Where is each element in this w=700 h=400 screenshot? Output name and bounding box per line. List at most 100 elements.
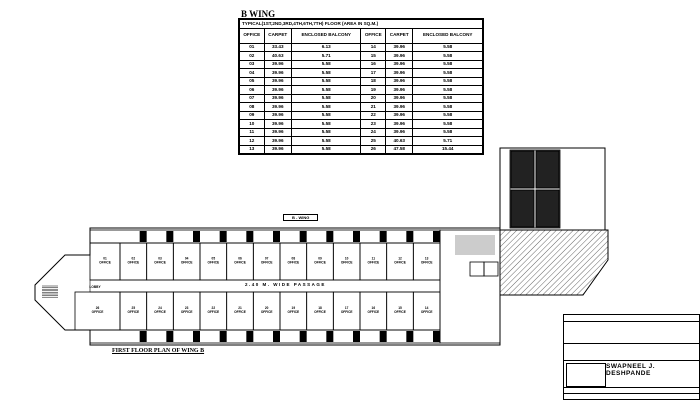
- toilet-block: [299, 231, 307, 242]
- toilet-block: [326, 331, 334, 342]
- office-number: 02: [132, 257, 136, 261]
- table-cell: 47.58: [385, 144, 414, 154]
- office-label: OFFICE: [207, 310, 219, 314]
- office-label: OFFICE: [341, 310, 353, 314]
- stamp-box: [566, 363, 606, 387]
- office-number: 22: [212, 306, 216, 310]
- office-label: OFFICE: [127, 261, 139, 265]
- toilet-block: [406, 231, 414, 242]
- table-cell: 5.58: [290, 144, 362, 154]
- toilet-block: [193, 331, 200, 342]
- office-label: OFFICE: [127, 310, 139, 314]
- toilet-block: [139, 231, 147, 242]
- toilet-block: [379, 331, 387, 342]
- office-number: 03: [158, 257, 162, 261]
- title-block: SWAPNEEL J. DESHPANDE: [563, 314, 700, 400]
- lift-shaft: [483, 261, 499, 277]
- toilet-block: [246, 231, 254, 242]
- office-number: 16: [372, 306, 376, 310]
- office-label: OFFICE: [421, 310, 433, 314]
- office-label: OFFICE: [154, 261, 166, 265]
- area-table: TYPICAL(1ST,2ND,3RD,4TH,6TH,7TH) FLOOR (…: [238, 18, 484, 155]
- office-label: OFFICE: [207, 261, 219, 265]
- office-number: 26: [96, 306, 100, 310]
- office-number: 18: [318, 306, 322, 310]
- toilet-block: [433, 231, 440, 242]
- terrace-block: [499, 147, 606, 231]
- column-header: CARPET: [263, 27, 292, 44]
- office-label: OFFICE: [287, 310, 299, 314]
- toilet-block: [379, 231, 387, 242]
- office-number: 04: [185, 257, 189, 261]
- office-number: 20: [265, 306, 269, 310]
- office-number: 15: [398, 306, 402, 310]
- office-label: OFFICE: [261, 261, 273, 265]
- toilet-block: [273, 331, 280, 342]
- panel-frame: [509, 149, 561, 229]
- toilet-block: [353, 231, 360, 242]
- office-label: OFFICE: [92, 310, 104, 314]
- office-number: 01: [103, 257, 107, 261]
- toilet-block: [326, 231, 334, 242]
- toilet-block: [299, 331, 307, 342]
- office-label: OFFICE: [341, 261, 353, 265]
- office-label: OFFICE: [394, 261, 406, 265]
- office-number: 25: [132, 306, 136, 310]
- architect-name: SWAPNEEL J. DESHPANDE: [606, 363, 656, 377]
- table-cell: 15.44: [412, 144, 483, 154]
- office-number: 19: [292, 306, 296, 310]
- column-header: ENCLOSED BALCONY: [412, 27, 483, 44]
- solar-panel: [535, 150, 560, 189]
- office-label: OFFICE: [261, 310, 273, 314]
- office-label: OFFICE: [421, 261, 433, 265]
- toilet-block: [273, 231, 280, 242]
- column-header: ENCLOSED BALCONY: [290, 27, 362, 44]
- office-number: 10: [345, 257, 349, 261]
- solar-panel: [510, 189, 535, 228]
- toilet-block: [166, 331, 174, 342]
- office-label: OFFICE: [394, 310, 406, 314]
- office-number: 07: [265, 257, 269, 261]
- office-number: 24: [158, 306, 162, 310]
- hatched-terrace: [499, 229, 609, 296]
- solar-panel: [510, 150, 535, 189]
- table-cell: 39.96: [263, 144, 292, 154]
- office-number: 08: [292, 257, 296, 261]
- solar-panel: [535, 189, 560, 228]
- toilet-block: [406, 331, 414, 342]
- office-01: [89, 242, 121, 281]
- toilet-block: [246, 331, 254, 342]
- office-label: OFFICE: [181, 261, 193, 265]
- office-label: OFFICE: [234, 261, 246, 265]
- office-label: OFFICE: [287, 261, 299, 265]
- office-label: OFFICE: [99, 261, 111, 265]
- lift-shaft: [469, 261, 485, 277]
- wing-label: B - WING: [283, 214, 319, 221]
- lobby-label: LOBBY: [89, 285, 101, 289]
- toilet-block: [166, 231, 174, 242]
- service-core: [439, 229, 501, 344]
- office-number: 12: [398, 257, 402, 261]
- office-label: OFFICE: [181, 310, 193, 314]
- area-table-title: B WING: [241, 9, 276, 19]
- office-number: 23: [185, 306, 189, 310]
- passage-label: 2.40 M. WIDE PASSAGE: [245, 282, 326, 287]
- office-label: OFFICE: [234, 310, 246, 314]
- office-number: 13: [425, 257, 429, 261]
- office-label: OFFICE: [314, 261, 326, 265]
- plan-title: FIRST FLOOR PLAN OF WING B: [112, 348, 205, 354]
- office-label: OFFICE: [154, 310, 166, 314]
- office-number: 14: [425, 306, 429, 310]
- office-26: [74, 291, 121, 331]
- toilet-block: [433, 331, 440, 342]
- office-number: 05: [212, 257, 216, 261]
- toilet-block: [219, 231, 227, 242]
- column-header: OFFICE: [239, 27, 265, 44]
- office-number: 21: [238, 306, 242, 310]
